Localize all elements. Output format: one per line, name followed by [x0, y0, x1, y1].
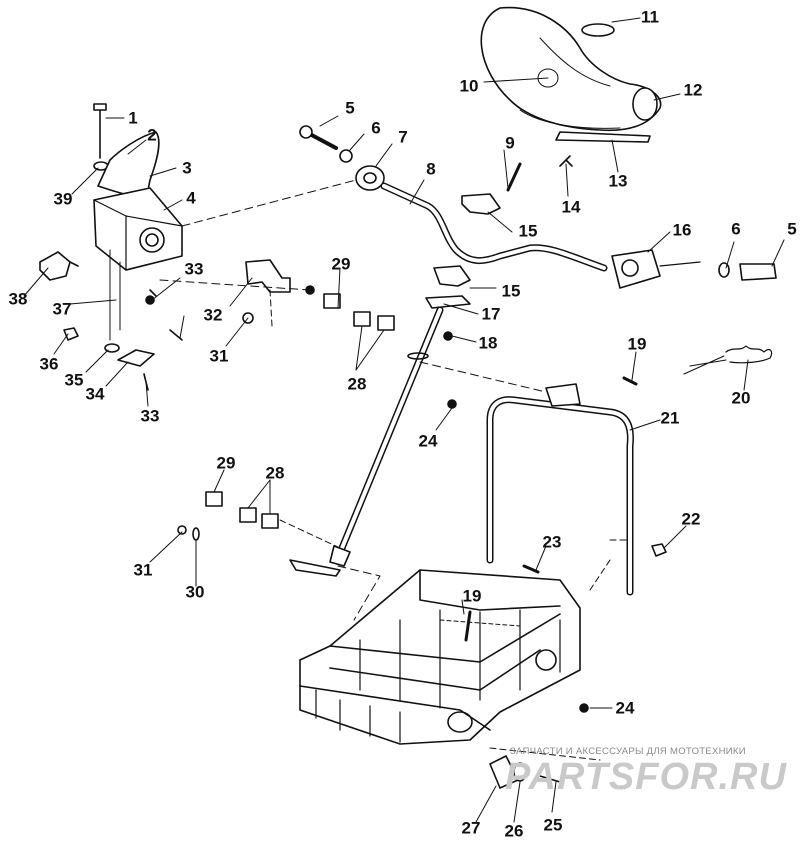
- callout-6-right: 6: [731, 219, 741, 239]
- callout-31-upper: 31: [209, 346, 229, 366]
- callout-29-lower: 29: [216, 453, 236, 473]
- callout-6-left: 6: [371, 118, 381, 138]
- throttle-16: [611, 249, 777, 289]
- callout-36: 36: [39, 354, 59, 374]
- nut-18: [443, 331, 453, 341]
- callout-12: 12: [683, 80, 703, 100]
- callout-28-lower: 28: [265, 463, 285, 483]
- bracket-32: [245, 259, 291, 293]
- callout-16: 16: [672, 220, 692, 240]
- callout-17: 17: [481, 304, 501, 324]
- nut-22: [651, 543, 667, 557]
- callout-33-upper: 33: [184, 259, 204, 279]
- bolt-5-left: [299, 125, 385, 191]
- callout-8: 8: [426, 159, 436, 179]
- callout-15-lower: 15: [501, 281, 521, 301]
- callout-26: 26: [504, 821, 524, 841]
- callout-23: 23: [542, 532, 562, 552]
- callout-38: 38: [8, 289, 28, 309]
- callout-11: 11: [641, 7, 659, 27]
- callout-19-bottom: 19: [462, 586, 482, 606]
- callout-22: 22: [681, 509, 701, 529]
- nut-24-bottom: [579, 703, 589, 713]
- callout-10: 10: [459, 76, 479, 96]
- bolt-9: [506, 162, 522, 192]
- callout-32: 32: [203, 305, 223, 325]
- bolt-23: [522, 564, 540, 574]
- callout-20: 20: [731, 388, 751, 408]
- watermark-logo: PARTSFOR.RU: [505, 756, 787, 798]
- callout-35: 35: [64, 370, 84, 390]
- callout-21: 21: [660, 408, 680, 428]
- clamp-15-lower: [433, 265, 471, 287]
- nut-24-top: [447, 399, 457, 409]
- callout-18: 18: [478, 333, 498, 353]
- hoop-21: [486, 383, 634, 596]
- lower-fasteners: [489, 747, 601, 789]
- watermark-caption: ЗАПЧАСТИ И АКСЕССУАРЫ ДЛЯ МОТОТЕХНИКИ: [510, 746, 746, 757]
- callout-33-lower: 33: [140, 406, 160, 426]
- callout-3: 3: [182, 158, 192, 178]
- callout-9: 9: [505, 133, 515, 153]
- callout-28-upper: 28: [347, 374, 367, 394]
- callout-5-right: 5: [787, 219, 797, 239]
- screw-14: [559, 155, 573, 167]
- plate-17: [425, 295, 471, 309]
- callout-2: 2: [147, 125, 157, 145]
- callout-31-lower: 31: [133, 560, 153, 580]
- nut-36: [63, 327, 79, 341]
- callout-34: 34: [85, 384, 105, 404]
- switch-38: [39, 251, 79, 281]
- callout-25: 25: [543, 815, 563, 835]
- cable-20: [683, 345, 773, 375]
- callout-30: 30: [185, 582, 205, 602]
- bushings-lower: [177, 491, 341, 549]
- callout-24-bottom: 24: [615, 698, 635, 718]
- handlebar-pad: [480, 6, 662, 143]
- callout-37: 37: [52, 299, 72, 319]
- callout-29-upper: 29: [331, 254, 351, 274]
- mount-assembly: [93, 103, 183, 341]
- callout-14: 14: [561, 197, 581, 217]
- callout-1: 1: [128, 108, 138, 128]
- callout-39: 39: [53, 189, 73, 209]
- callout-7: 7: [398, 127, 408, 147]
- callout-5-left: 5: [345, 98, 355, 118]
- callout-15-upper: 15: [518, 221, 538, 241]
- callout-13: 13: [608, 171, 628, 191]
- bushings-upper: [305, 285, 395, 331]
- bolt-19-top: [622, 376, 638, 386]
- callout-24-top: 24: [418, 431, 438, 451]
- callout-19-top: 19: [627, 334, 647, 354]
- callout-27: 27: [461, 818, 481, 838]
- chassis-frame: [299, 569, 581, 745]
- plate-34: [117, 349, 155, 367]
- callout-4: 4: [186, 188, 196, 208]
- clamp-15-upper: [461, 193, 501, 215]
